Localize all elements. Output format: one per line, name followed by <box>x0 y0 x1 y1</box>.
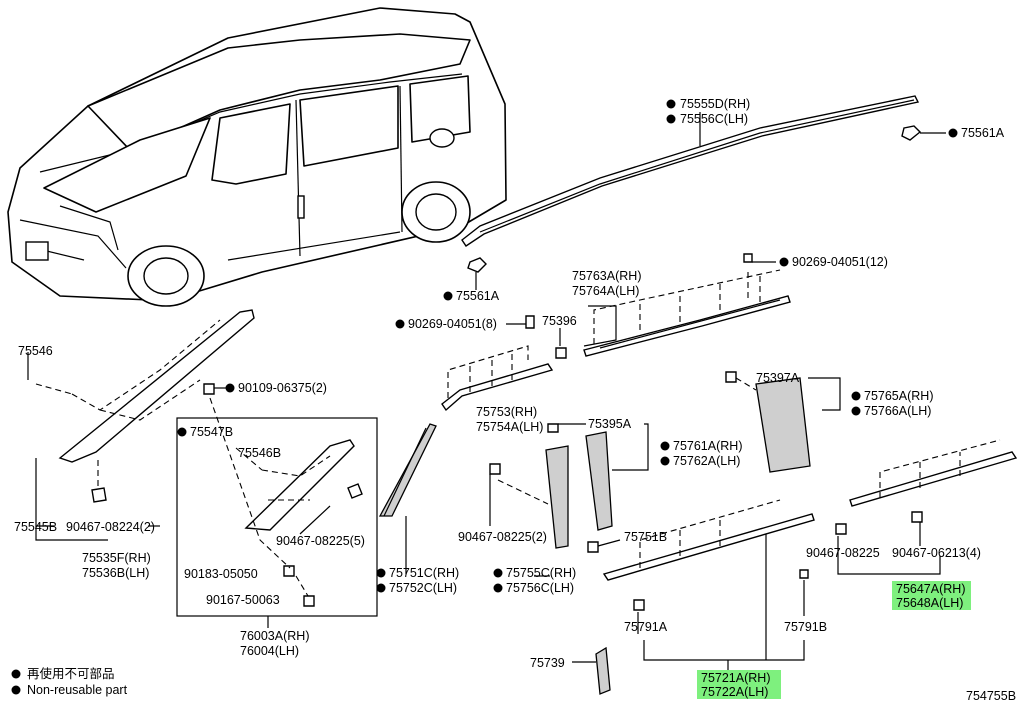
front-door-pillar-garnish <box>378 423 437 517</box>
callout-75546[interactable]: 75546 <box>18 344 53 358</box>
roof-molding-part <box>461 95 920 247</box>
svg-text:75545B: 75545B <box>14 520 57 534</box>
rear-belt-molding <box>835 439 1018 535</box>
svg-text:75761A(RH): 75761A(RH) <box>673 439 742 453</box>
upper-front-molding <box>441 315 567 412</box>
callout-75755[interactable]: 75755C(RH) 75756C(LH) <box>493 566 577 595</box>
svg-text:90109-06375(2): 90109-06375(2) <box>238 381 327 395</box>
callout-75535[interactable]: 75535F(RH) 75536B(LH) <box>82 551 151 580</box>
rear-quarter-garnish <box>725 371 811 473</box>
svg-text:75791A: 75791A <box>624 620 668 634</box>
svg-text:75397A: 75397A <box>756 371 800 385</box>
svg-text:75762A(LH): 75762A(LH) <box>673 454 740 468</box>
detail-box <box>176 383 378 617</box>
svg-text:75755C(RH): 75755C(RH) <box>506 566 576 580</box>
callout-75555-rh: 75555D(RH) <box>680 97 750 111</box>
callout-75396[interactable]: 75396 <box>542 314 577 328</box>
svg-text:90167-50063: 90167-50063 <box>206 593 280 607</box>
callout-75647[interactable]: 75647A(RH) 75648A(LH) <box>892 581 971 610</box>
callout-75545b[interactable]: 75545B <box>14 520 57 534</box>
callout-75763[interactable]: 75763A(RH) 75764A(LH) <box>572 269 641 298</box>
callout-75561a-mid[interactable]: 75561A <box>443 289 500 303</box>
svg-text:90269-04051(8): 90269-04051(8) <box>408 317 497 331</box>
svg-text:75766A(LH): 75766A(LH) <box>864 404 931 418</box>
callout-90269-12[interactable]: 90269-04051(12) <box>779 255 888 269</box>
svg-text:75396: 75396 <box>542 314 577 328</box>
callout-75546b[interactable]: 75546B <box>238 446 281 460</box>
svg-text:75765A(RH): 75765A(RH) <box>864 389 933 403</box>
svg-text:75753(RH): 75753(RH) <box>476 405 537 419</box>
vehicle-illustration <box>7 7 507 307</box>
callout-75791b[interactable]: 75791B <box>784 620 827 634</box>
svg-text:90467-08225: 90467-08225 <box>806 546 880 560</box>
callout-75761[interactable]: 75761A(RH) 75762A(LH) <box>660 439 743 468</box>
leader-lines <box>27 112 941 672</box>
legend-line-2: Non-reusable part <box>27 683 128 697</box>
center-pillar-garnish <box>489 423 613 553</box>
callout-90467-4[interactable]: 90467-06213(4) <box>892 546 981 560</box>
callout-90167[interactable]: 90167-50063 <box>206 593 280 607</box>
front-belt-molding <box>602 499 815 611</box>
legend-line-1: 再使用不可部品 <box>27 666 115 681</box>
callout-75555[interactable]: 75555D(RH) 75556C(LH) <box>666 97 751 126</box>
callout-90109[interactable]: 90109-06375(2) <box>225 381 327 395</box>
svg-text:75547B: 75547B <box>190 425 233 439</box>
svg-text:75647A(RH): 75647A(RH) <box>896 582 965 596</box>
svg-text:75536B(LH): 75536B(LH) <box>82 566 149 580</box>
callout-90269-8[interactable]: 90269-04051(8) <box>395 317 497 331</box>
svg-text:76004(LH): 76004(LH) <box>240 644 299 658</box>
callout-75753[interactable]: 75753(RH) 75754A(LH) <box>476 405 543 434</box>
callout-75765[interactable]: 75765A(RH) 75766A(LH) <box>851 389 934 418</box>
svg-text:76003A(RH): 76003A(RH) <box>240 629 309 643</box>
svg-text:75754A(LH): 75754A(LH) <box>476 420 543 434</box>
upper-door-molding <box>583 253 791 357</box>
svg-text:75751C(RH): 75751C(RH) <box>389 566 459 580</box>
callout-90467-single[interactable]: 90467-08225 <box>806 546 880 560</box>
callout-75561a-top[interactable]: 75561A <box>948 126 1005 140</box>
svg-text:90467-06213(4): 90467-06213(4) <box>892 546 981 560</box>
callout-90183[interactable]: 90183-05050 <box>184 567 258 581</box>
svg-text:75764A(LH): 75764A(LH) <box>572 284 639 298</box>
clip-icon <box>467 125 922 273</box>
svg-text:75791B: 75791B <box>784 620 827 634</box>
callout-75751c[interactable]: 75751C(RH) 75752C(LH) <box>376 566 460 595</box>
callout-75547b[interactable]: 75547B <box>177 425 234 439</box>
end-cap-part <box>572 646 611 695</box>
callout-75395a[interactable]: 75395A <box>588 417 632 431</box>
svg-text:90467-08225(5): 90467-08225(5) <box>276 534 365 548</box>
svg-text:75756C(LH): 75756C(LH) <box>506 581 574 595</box>
svg-text:90467-08225(2): 90467-08225(2) <box>458 530 547 544</box>
legend: 再使用不可部品 Non-reusable part <box>11 666 128 697</box>
callout-90467-2b[interactable]: 90467-08225(2) <box>458 530 547 544</box>
callout-75751b[interactable]: 75751B <box>624 530 667 544</box>
svg-text:75721A(RH): 75721A(RH) <box>701 671 770 685</box>
callout-75721[interactable]: 75721A(RH) 75722A(LH) <box>697 670 781 699</box>
svg-text:75648A(LH): 75648A(LH) <box>896 596 963 610</box>
svg-text:75561A: 75561A <box>456 289 500 303</box>
svg-text:75561A: 75561A <box>961 126 1005 140</box>
callout-90467-08224[interactable]: 90467-08224(2) <box>66 520 155 534</box>
a-pillar-garnish <box>35 309 255 503</box>
svg-text:75763A(RH): 75763A(RH) <box>572 269 641 283</box>
svg-text:90269-04051(12): 90269-04051(12) <box>792 255 888 269</box>
callout-90467-5[interactable]: 90467-08225(5) <box>276 534 365 548</box>
callout-76003[interactable]: 76003A(RH) 76004(LH) <box>240 629 309 658</box>
svg-text:75739: 75739 <box>530 656 565 670</box>
svg-text:75395A: 75395A <box>588 417 632 431</box>
svg-text:75546: 75546 <box>18 344 53 358</box>
svg-text:75722A(LH): 75722A(LH) <box>701 685 768 699</box>
svg-text:90467-08224(2): 90467-08224(2) <box>66 520 155 534</box>
svg-text:75535F(RH): 75535F(RH) <box>82 551 151 565</box>
svg-text:75752C(LH): 75752C(LH) <box>389 581 457 595</box>
figure-id: 754755B <box>966 689 1016 703</box>
callout-75397a[interactable]: 75397A <box>756 371 800 385</box>
callout-75739[interactable]: 75739 <box>530 656 565 670</box>
callout-75791a[interactable]: 75791A <box>624 620 668 634</box>
callout-75556-lh: 75556C(LH) <box>680 112 748 126</box>
svg-text:75751B: 75751B <box>624 530 667 544</box>
svg-text:75546B: 75546B <box>238 446 281 460</box>
svg-text:90183-05050: 90183-05050 <box>184 567 258 581</box>
